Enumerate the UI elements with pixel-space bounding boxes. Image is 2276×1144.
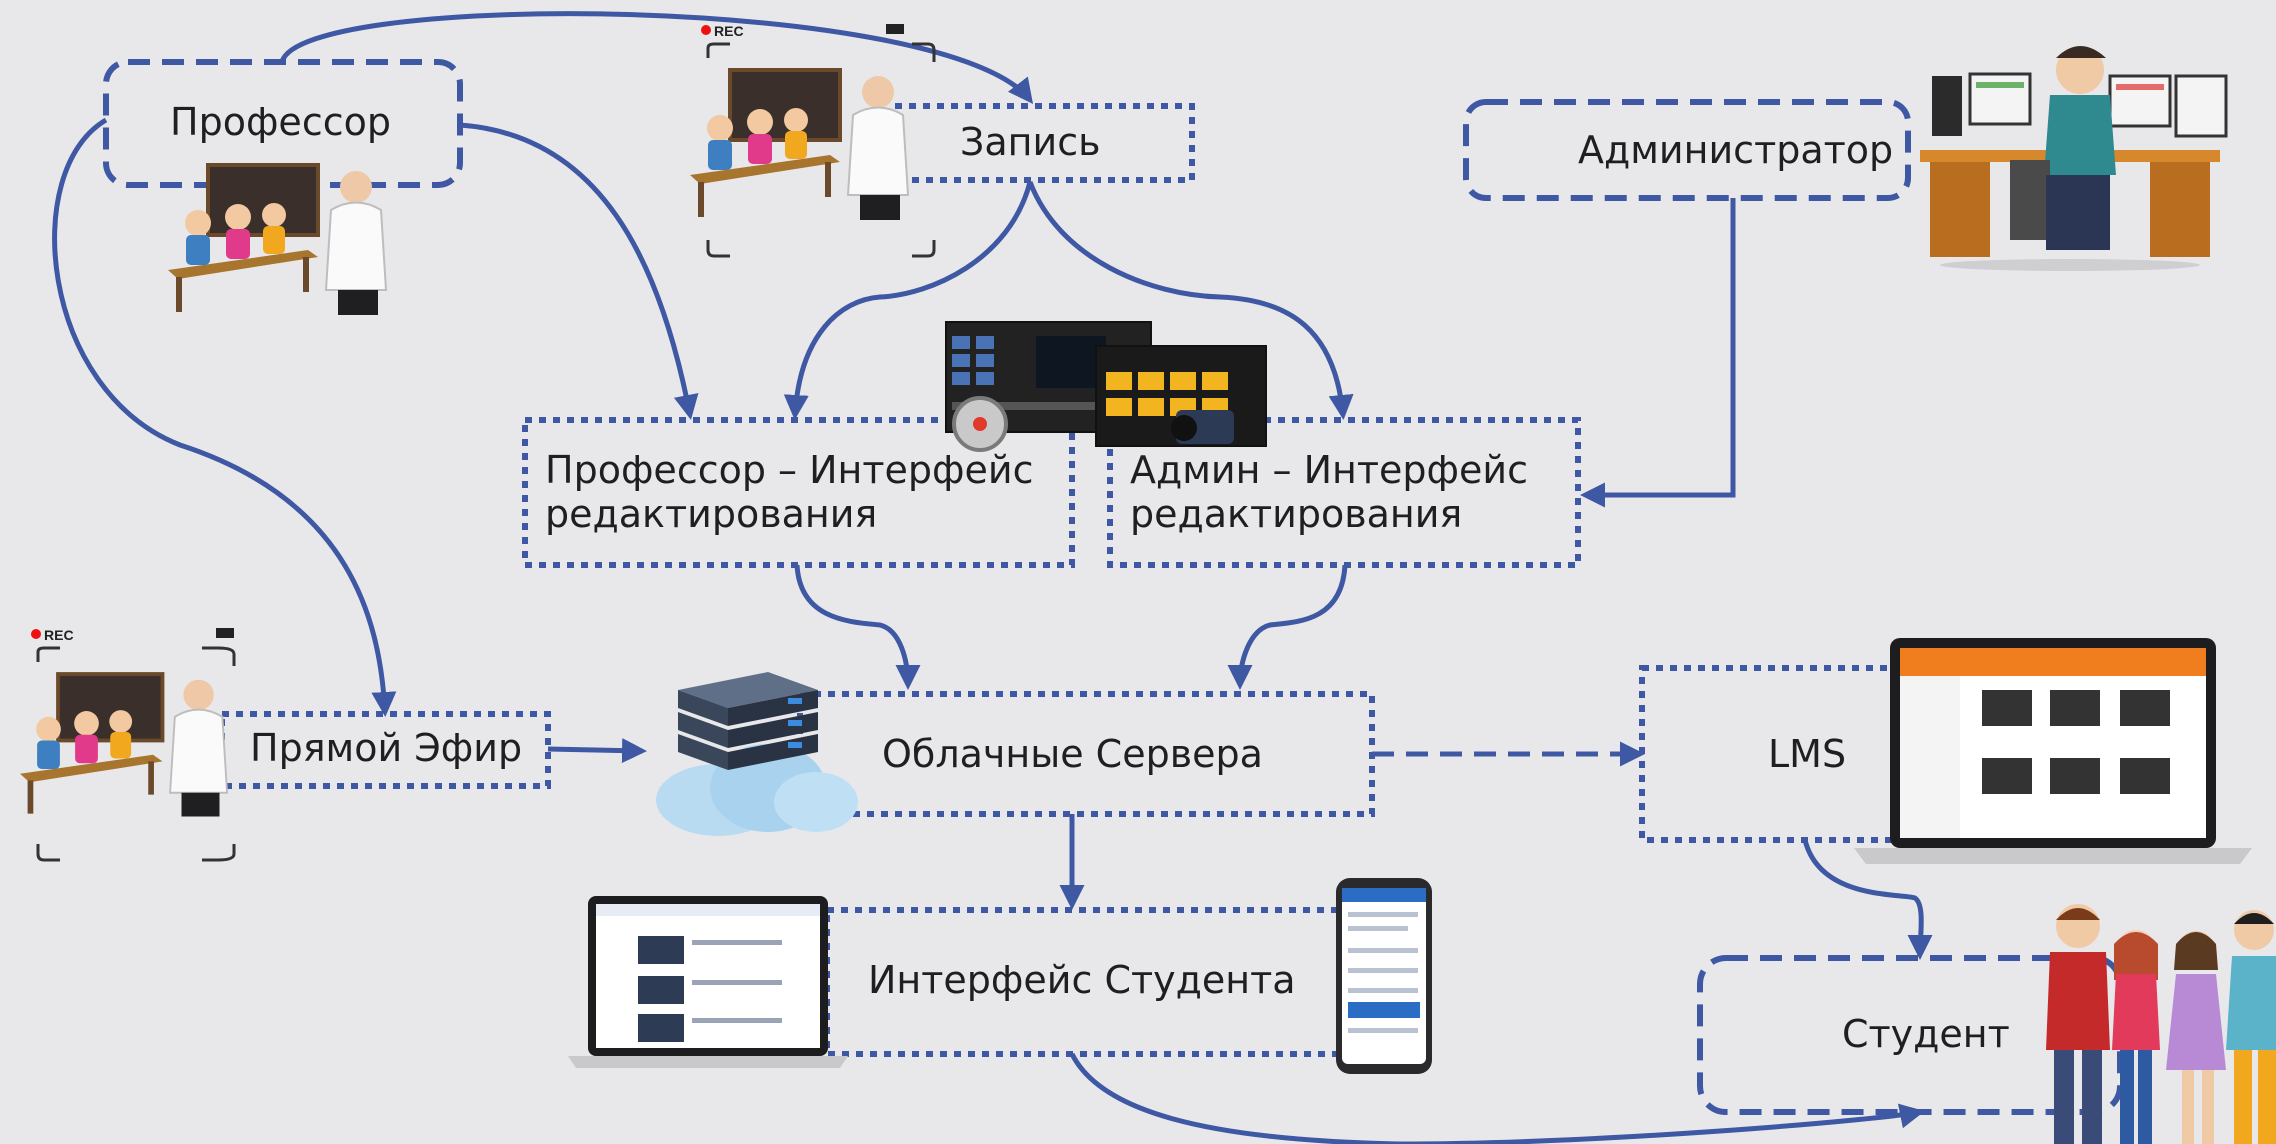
smartphone-icon [1336, 878, 1432, 1074]
arrow-recording-to-admin-edit [1027, 181, 1354, 420]
professor-label: Профессор [170, 100, 391, 144]
live-classroom-illustration: REC [18, 627, 236, 862]
video-editor-illustration [945, 321, 1267, 452]
arrow-lms-to-student [1802, 839, 1933, 960]
arrow-professor-to-recording [279, 11, 1034, 104]
professor-edit-label-line2: редактирования [545, 492, 878, 536]
live-label: Прямой Эфир [250, 726, 523, 770]
battery-icon [216, 628, 234, 638]
arrow-professor-to-prof-edit [459, 122, 699, 420]
professor-edit-box [522, 417, 1075, 568]
recording-classroom-illustration: REC [688, 23, 936, 258]
admin-edit-label-line1: Админ – Интерфейс [1130, 448, 1528, 492]
professor-edit-label: Профессор – Интерфейс редактирования [545, 448, 1034, 536]
administrator-box [1463, 99, 1911, 201]
arrow-admin-edit-to-cloud [1227, 564, 1348, 690]
student-label: Студент [1842, 1012, 2010, 1056]
arrow-admin-to-admin-edit [1580, 198, 1736, 508]
lms-label: LMS [1768, 732, 1847, 776]
admin-workstation-illustration [1920, 46, 2228, 271]
admin-edit-label-line2: редактирования [1130, 492, 1463, 536]
lms-laptop-icon [1854, 638, 2252, 864]
rec-badge: REC [714, 23, 744, 39]
admin-edit-label: Админ – Интерфейс редактирования [1130, 448, 1528, 536]
cloud-label: Облачные Сервера [882, 732, 1263, 776]
administrator-label: Администратор [1578, 128, 1894, 172]
arrow-student-interface-to-student [1069, 1052, 1925, 1144]
students-illustration [2046, 904, 2276, 1144]
arrow-live-to-cloud [547, 738, 647, 764]
recording-label: Запись [960, 120, 1101, 164]
rec-dot-icon [31, 629, 41, 639]
battery-icon [886, 24, 904, 34]
student-laptop-icon [568, 896, 848, 1068]
cloud-server-icon [656, 672, 858, 836]
rec-dot-icon [701, 25, 711, 35]
arrow-professor-to-live [52, 117, 397, 717]
rec-badge: REC [44, 627, 74, 643]
professor-edit-label-line1: Профессор – Интерфейс [545, 448, 1034, 492]
arrow-recording-to-prof-edit [783, 181, 1033, 420]
student-interface-label: Интерфейс Студента [868, 958, 1296, 1002]
arrow-prof-edit-to-cloud [794, 564, 921, 690]
